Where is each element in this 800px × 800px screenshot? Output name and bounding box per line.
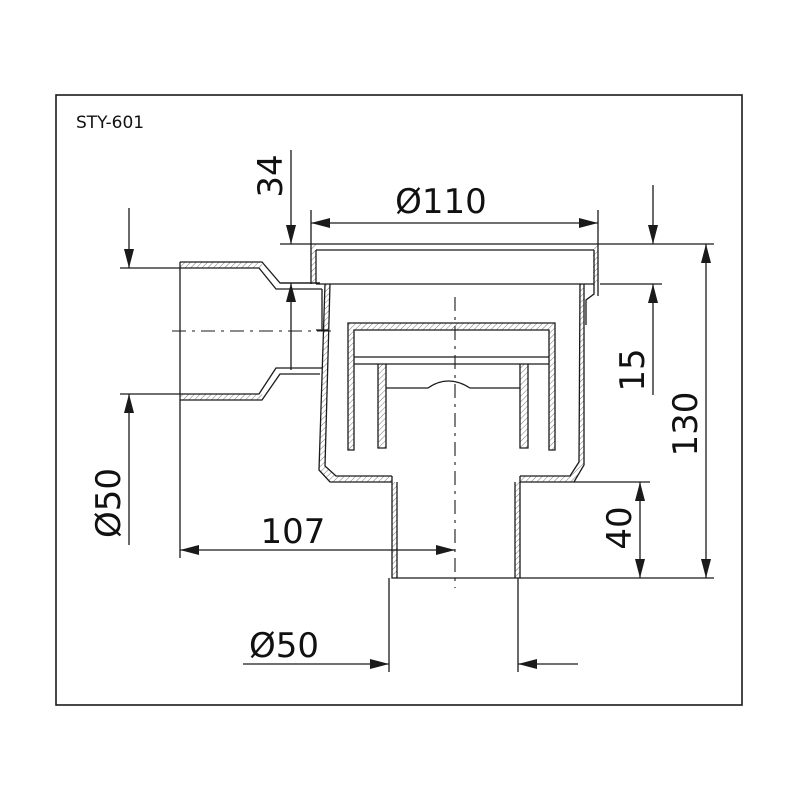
dim-side-inlet-offset: 107 [179, 400, 455, 558]
svg-text:Ø50: Ø50 [249, 626, 319, 666]
dim-bottom-outlet-diameter: Ø50 [243, 578, 578, 672]
seal-tube [377, 364, 529, 449]
dim-top-flange-height: 34 [251, 150, 320, 370]
body-outer-wall [316, 283, 599, 483]
drawing-frame [55, 94, 743, 706]
dim-top-diameter: Ø110 [310, 182, 599, 244]
model-label: STY-601 [76, 113, 144, 133]
drain-body [179, 243, 599, 579]
top-flange [310, 243, 599, 284]
svg-text:40: 40 [600, 506, 640, 549]
svg-text:34: 34 [251, 154, 291, 197]
svg-text:107: 107 [261, 512, 326, 552]
dim-outlet-length: 40 [574, 481, 650, 578]
svg-text:Ø50: Ø50 [89, 468, 129, 538]
dim-side-inlet-diameter: Ø50 [89, 208, 185, 545]
svg-text:15: 15 [613, 348, 653, 391]
svg-text:Ø110: Ø110 [395, 182, 487, 222]
bottom-outlet [391, 476, 521, 579]
dim-inner-step: 15 [598, 185, 662, 395]
svg-text:130: 130 [666, 392, 706, 457]
dim-total-height: 130 [520, 243, 714, 579]
